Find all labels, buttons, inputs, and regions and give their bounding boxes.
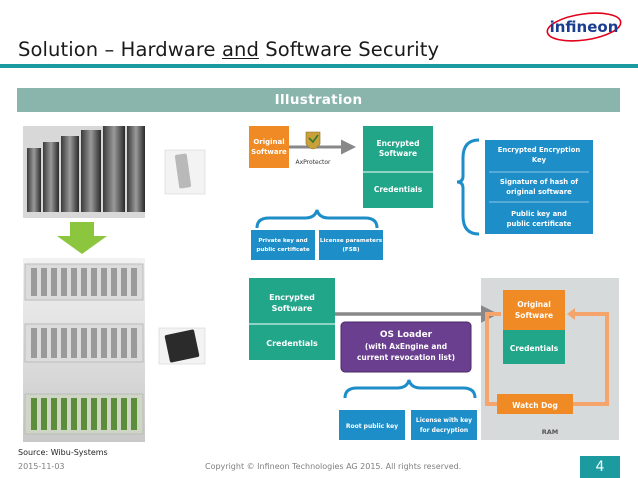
private-key-box (251, 230, 315, 260)
license-parameters-box (319, 230, 383, 260)
svg-text:OS Loader: OS Loader (380, 330, 433, 340)
footer-date: 2015-11-03 (18, 462, 65, 471)
svg-text:Private key and: Private key and (258, 238, 307, 244)
title-emphasis: and (221, 38, 259, 61)
svg-text:for decryption: for decryption (420, 427, 468, 434)
footer-copyright: Copyright © Infineon Technologies AG 201… (205, 462, 462, 471)
svg-text:Original: Original (517, 300, 551, 309)
svg-text:License parameters: License parameters (320, 238, 383, 244)
logo-wordmark: infineon (550, 18, 619, 36)
svg-text:Encrypted: Encrypted (269, 293, 315, 302)
header-band (0, 0, 638, 62)
svg-text:Signature of hash of: Signature of hash of (500, 178, 579, 186)
source-credit: Source: Wibu-Systems (18, 448, 108, 457)
svg-text:Software: Software (379, 149, 417, 158)
illustration-diagram: Original Software AxProtector Encrypted … (17, 118, 620, 444)
page-number-box (580, 456, 620, 478)
credentials-label-top: Credentials (374, 185, 423, 194)
server-rack-photo (23, 126, 145, 218)
svg-text:Root public key: Root public key (346, 423, 398, 430)
svg-text:public certificate: public certificate (507, 220, 572, 228)
encrypted-software-box-bottom (249, 278, 335, 360)
svg-text:public certificate: public certificate (256, 247, 309, 253)
svg-text:Software: Software (251, 148, 287, 156)
watchdog-loop-right (573, 312, 609, 406)
svg-text:Encrypted Encryption: Encrypted Encryption (498, 146, 581, 154)
sd-card-photo (158, 327, 206, 365)
encrypted-software-box (363, 126, 433, 208)
ram-label: RAM (542, 428, 559, 436)
page-number: 4 (595, 459, 605, 475)
svg-text:(FSB): (FSB) (342, 247, 360, 253)
svg-text:Software: Software (515, 311, 553, 320)
axprotector-label: AxProtector (295, 159, 331, 166)
svg-text:Key: Key (532, 156, 547, 164)
credentials-detail-box: Encrypted Encryption Key Signature of ha… (485, 140, 593, 234)
usb-dongle-photo (164, 149, 206, 195)
svg-text:Original: Original (253, 138, 284, 146)
slide-title: Solution – Hardware and Software Securit… (18, 38, 440, 61)
root-public-key-box (339, 410, 405, 440)
svg-text:Watch Dog: Watch Dog (512, 401, 558, 410)
brace-bottom-top (255, 209, 379, 229)
svg-text:Software: Software (272, 304, 313, 313)
industrial-controllers-photo (23, 258, 145, 442)
license-key-box (411, 410, 477, 440)
infineon-logo: infineon (546, 12, 622, 42)
watchdog-box (497, 394, 573, 414)
svg-text:original software: original software (506, 188, 572, 196)
svg-text:Encrypted: Encrypted (377, 139, 420, 148)
svg-text:License with key: License with key (416, 417, 472, 424)
credentials-label-ram: Credentials (510, 344, 559, 353)
credentials-label-bottom: Credentials (266, 339, 318, 348)
title-divider (0, 64, 638, 68)
axprotector-shield-icon (305, 131, 321, 150)
brace-bottom-bottom (343, 379, 477, 399)
watchdog-loop-left (485, 312, 501, 406)
down-arrow-icon (57, 222, 107, 254)
os-loader-box (340, 321, 472, 373)
original-software-box (249, 126, 289, 168)
footer (0, 458, 638, 478)
svg-text:current revocation list): current revocation list) (357, 353, 455, 362)
svg-text:Public key and: Public key and (511, 210, 567, 218)
svg-text:(with AxEngine and: (with AxEngine and (365, 342, 447, 351)
section-header-illustration: Illustration (17, 88, 620, 112)
brace-right (456, 138, 480, 236)
